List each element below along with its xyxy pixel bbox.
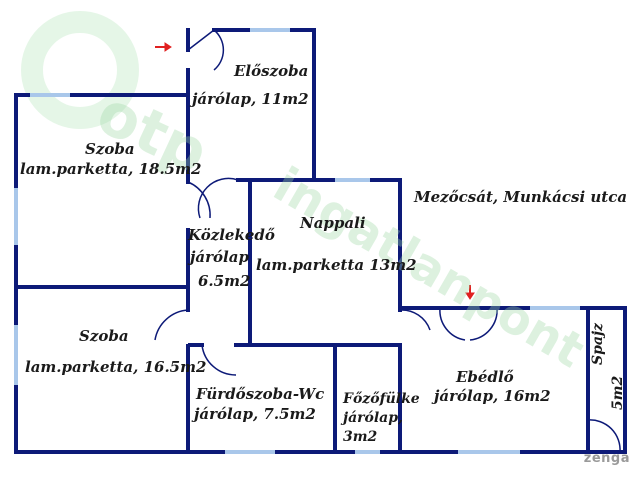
entrance-arrows: [155, 42, 475, 300]
room-name-fozofulke: Főzőfülke: [343, 391, 420, 407]
arrow-right-icon: [155, 42, 172, 52]
room-detail-ebedlo: járólap, 16m2: [434, 387, 551, 405]
room-name-nappali: Nappali: [300, 214, 366, 232]
room-detail-szoba-1: lam.parketta, 18.5m2: [20, 160, 202, 178]
room-name-kozlekedo: Közlekedő: [188, 226, 275, 244]
room-name-ebedlo: Ebédlő: [456, 368, 514, 386]
room-name-szoba-1: Szoba: [85, 140, 135, 158]
room-name-eloszoba: Előszoba: [234, 62, 309, 80]
room-detail-fozofulke: járólap,: [343, 410, 403, 426]
room-name-szoba-2: Szoba: [79, 327, 129, 345]
arrow-down-icon: [465, 285, 475, 300]
watermark-logo-ring: [21, 11, 139, 129]
walls: [14, 28, 627, 454]
windows: [14, 28, 580, 454]
room-area-fozofulke: 3m2: [343, 429, 378, 445]
room-name-spajz: Spajz: [590, 323, 606, 365]
room-detail-kozlekedo: járólap: [190, 248, 249, 266]
door-swings: [154, 29, 621, 453]
room-name-furdo: Fürdőszoba-Wc: [196, 385, 325, 403]
room-detail-nappali: lam.parketta 13m2: [256, 256, 417, 274]
room-detail-eloszoba: járólap, 11m2: [192, 90, 309, 108]
room-area-spajz: 5m2: [610, 375, 626, 410]
location-label: Mezőcsát, Munkácsi utca: [414, 188, 628, 206]
zenga-logo: zenga: [583, 451, 630, 466]
room-detail-szoba-2: lam.parketta, 16.5m2: [25, 358, 207, 376]
room-detail-furdo: járólap, 7.5m2: [194, 405, 316, 423]
room-area-kozlekedo: 6.5m2: [198, 272, 251, 290]
